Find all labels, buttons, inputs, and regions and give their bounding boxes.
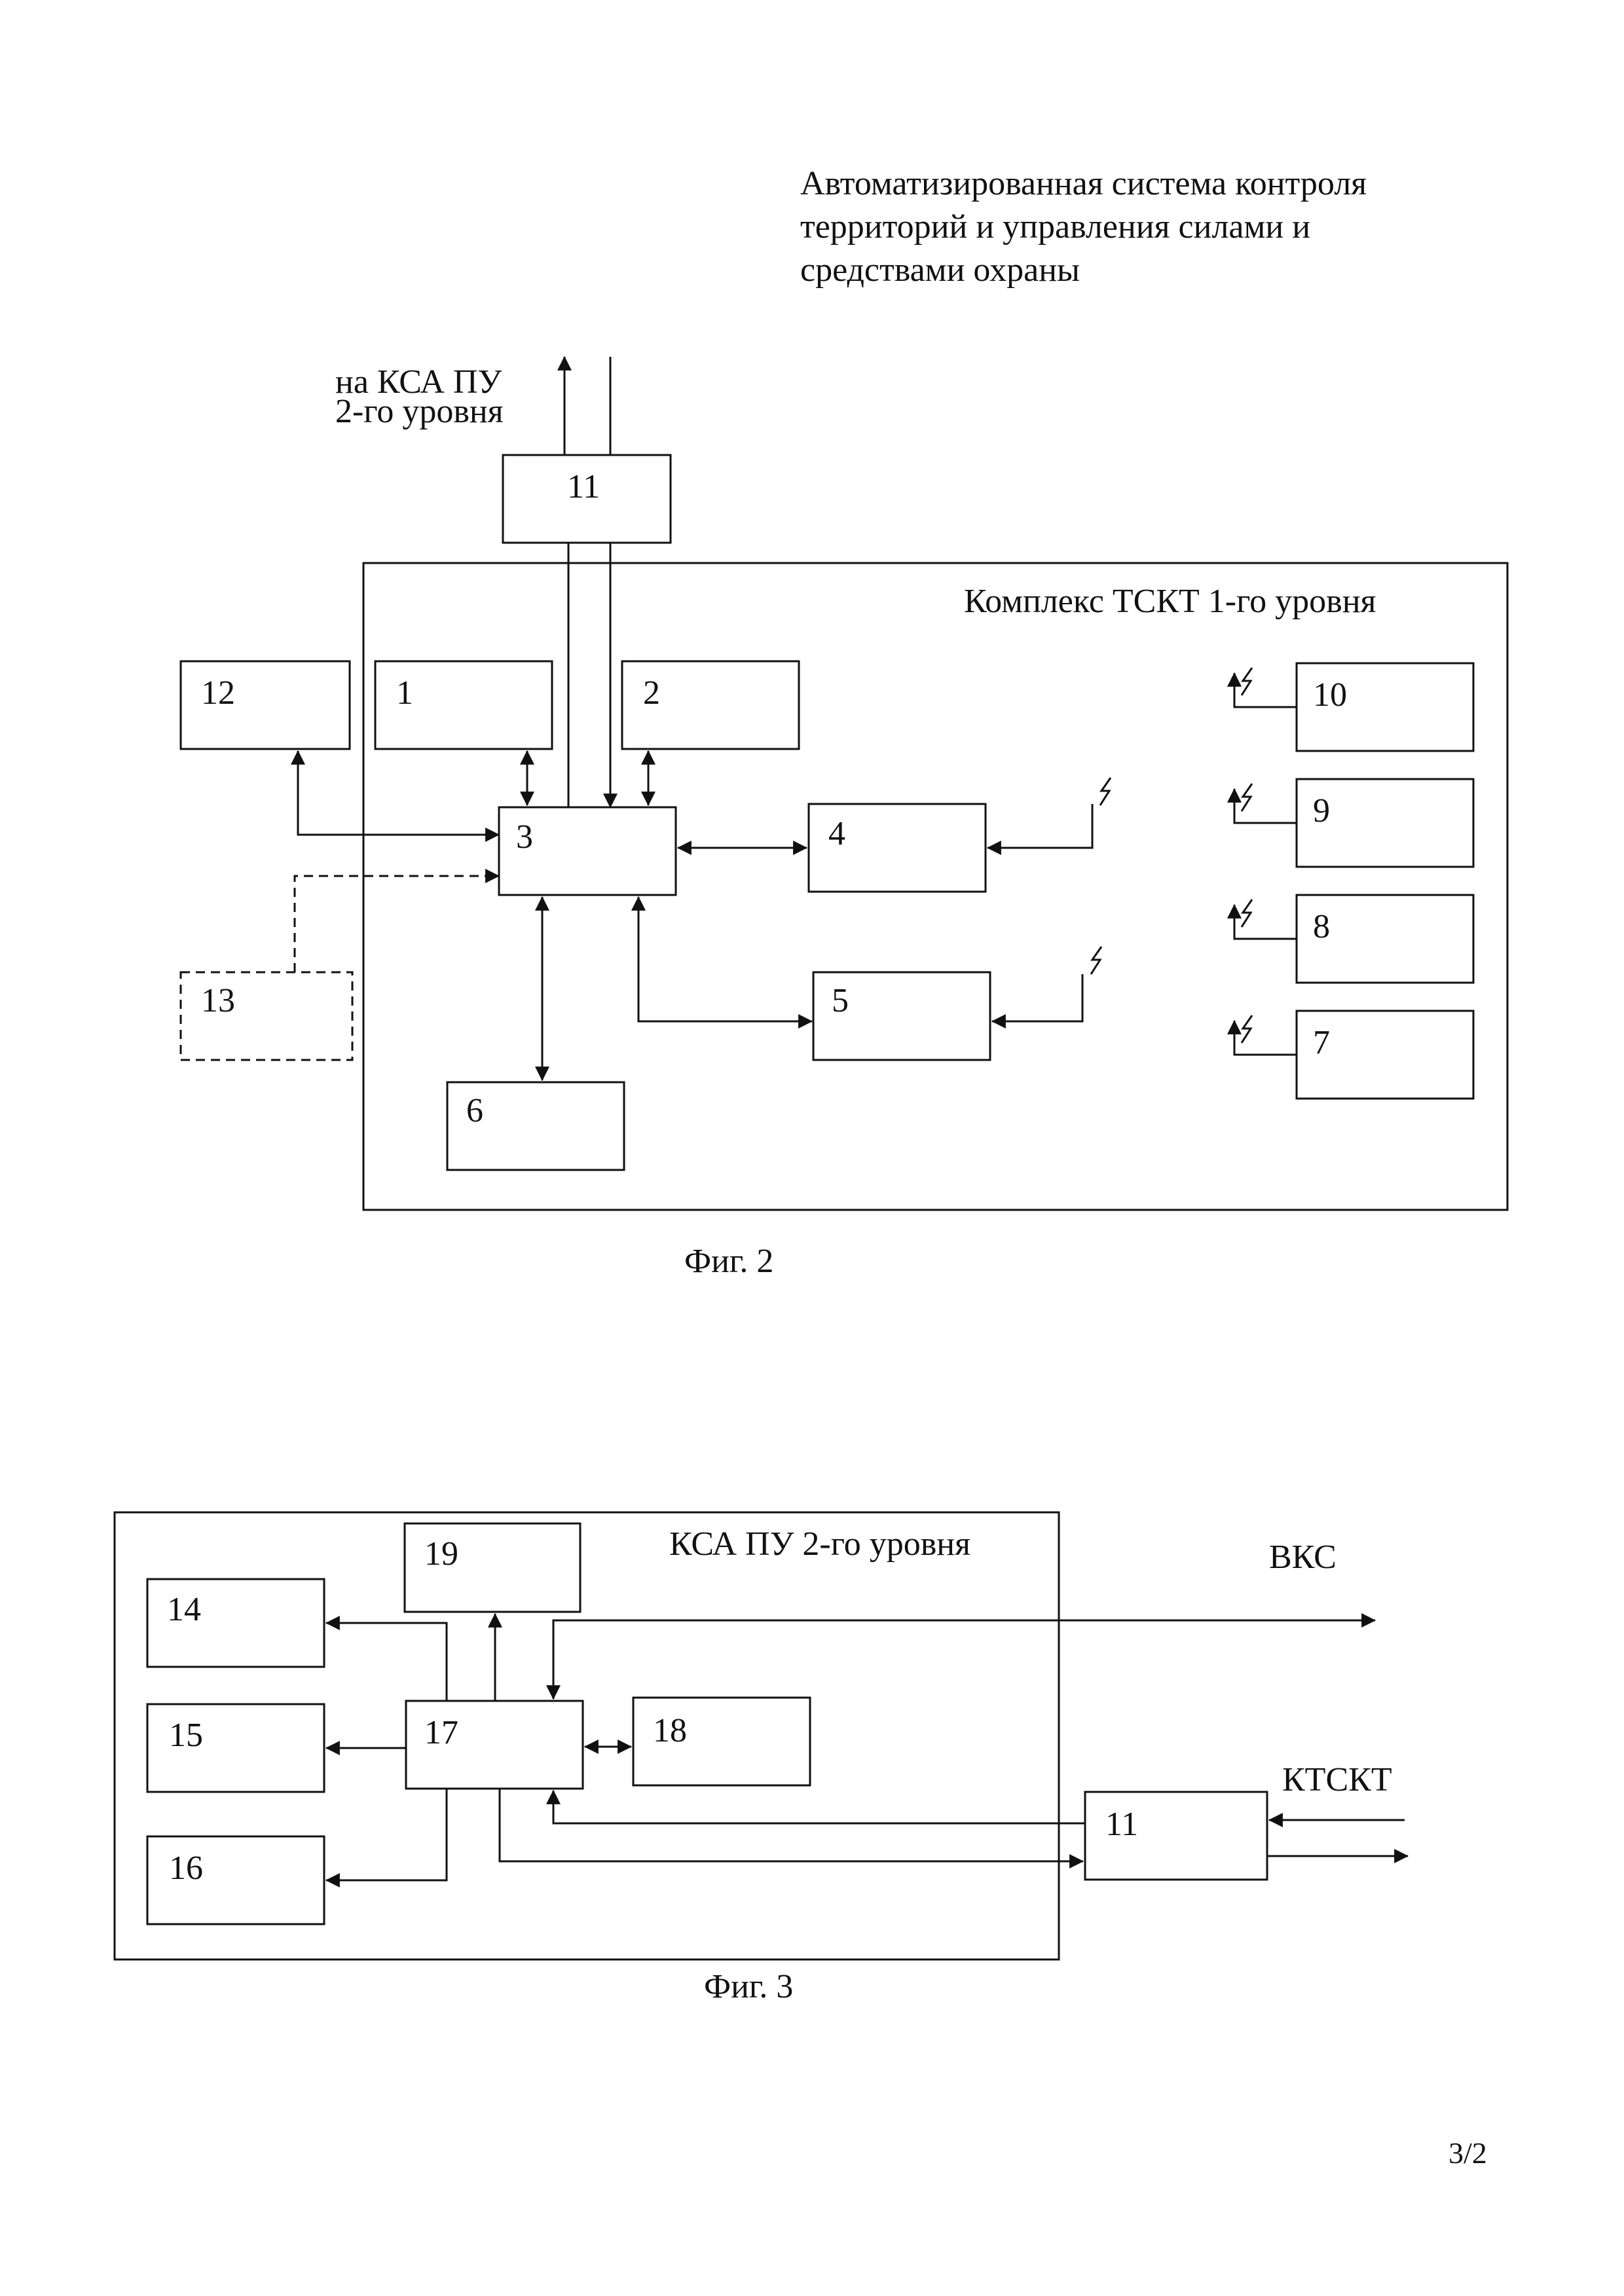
fig2-radio-symbols: [1090, 667, 1253, 1044]
fig2-block-13: [179, 971, 354, 1061]
fig2-label-12: 12: [201, 674, 235, 712]
fig2-label-1: 1: [396, 674, 413, 712]
fig3-block-11: [1084, 1791, 1268, 1881]
fig2-block-4: [807, 803, 987, 893]
fig2-label-5: 5: [832, 982, 849, 1019]
fig3-diagram: [113, 1511, 1409, 1961]
drawing-title: Автоматизированная система контроля терр…: [800, 162, 1553, 292]
fig3-label-17: 17: [424, 1714, 458, 1751]
fig2-block-12: [179, 660, 351, 750]
fig2-radio-icon-4: [1099, 777, 1112, 806]
fig2-radio-icon-5: [1090, 946, 1103, 975]
fig2-link-13-3: [293, 869, 500, 972]
fig3-container-label: КСА ПУ 2-го уровня: [669, 1525, 970, 1563]
fig3-link-17-11: [498, 1789, 1084, 1868]
fig3-block-19: [403, 1522, 581, 1613]
fig3-label-11: 11: [1105, 1806, 1138, 1843]
fig2-block-5: [812, 971, 991, 1061]
fig2-complex-label: Комплекс ТСКТ 1-го уровня: [964, 583, 1376, 620]
title-line-3: средствами охраны: [800, 251, 1080, 289]
fig2-block-11: [502, 454, 672, 544]
fig3-caption: Фиг. 3: [704, 1968, 794, 2005]
fig2-diagram: [179, 355, 1509, 1211]
fig2-block-3: [498, 806, 677, 896]
fig2-antenna-4: [986, 804, 1094, 855]
fig3-vks-label: ВКС: [1269, 1539, 1337, 1576]
fig2-radio-icon-7: [1240, 1015, 1253, 1044]
fig2-label-10: 10: [1313, 676, 1347, 714]
fig2-antenna-7: [1227, 1019, 1297, 1056]
fig2-radio-icon-8: [1240, 899, 1253, 928]
fig2-antenna-8: [1227, 903, 1297, 940]
fig3-link-vks: [546, 1613, 1376, 1700]
fig3-link-17-14: [325, 1616, 448, 1701]
fig3-label-15: 15: [169, 1717, 203, 1754]
fig3-block-14: [146, 1578, 325, 1668]
fig3-label-19: 19: [424, 1535, 458, 1573]
fig2-radio-icon-9: [1240, 783, 1253, 812]
fig2-link-12-3: [291, 750, 500, 842]
fig3-ktskt-label: КТСКТ: [1282, 1761, 1392, 1798]
fig2-label-3: 3: [516, 818, 533, 856]
fig2-antenna-9: [1227, 788, 1297, 824]
fig2-link-3-5: [631, 896, 813, 1029]
fig2-uplink-label-1: на КСА ПУ: [335, 363, 502, 401]
fig3-link-11-17: [546, 1789, 1085, 1825]
fig2-antenna-5: [991, 974, 1084, 1029]
fig2-antenna-10: [1227, 672, 1297, 708]
fig2-block-1: [374, 660, 553, 750]
title-line-2: территорий и управления силами и: [800, 208, 1311, 246]
fig2-label-2: 2: [643, 674, 660, 712]
fig2-label-13: 13: [201, 982, 235, 1019]
title-line-1: Автоматизированная система контроля: [800, 165, 1367, 202]
fig3-container: [113, 1511, 1060, 1961]
fig3-block-16: [146, 1835, 325, 1925]
fig2-caption: Фиг. 2: [684, 1243, 774, 1280]
fig3-link-17-16: [325, 1789, 448, 1887]
fig2-block-2: [621, 660, 800, 750]
fig2-uplink-label-2: 2-го уровня: [335, 393, 504, 430]
fig2-radio-icon-10: [1240, 667, 1253, 696]
page-number: 3/2: [1449, 2136, 1487, 2170]
fig2-complex-container: [362, 562, 1509, 1211]
fig3-block-15: [146, 1703, 325, 1793]
fig3-label-18: 18: [653, 1712, 687, 1749]
fig2-label-7: 7: [1313, 1024, 1330, 1061]
fig3-label-16: 16: [169, 1850, 203, 1887]
fig2-label-6: 6: [466, 1092, 483, 1129]
fig3-label-14: 14: [167, 1591, 201, 1628]
fig2-label-4: 4: [828, 815, 845, 852]
fig2-label-9: 9: [1313, 792, 1330, 829]
fig2-block-6: [446, 1081, 625, 1171]
fig2-label-11: 11: [567, 468, 600, 505]
fig2-label-8: 8: [1313, 908, 1330, 945]
